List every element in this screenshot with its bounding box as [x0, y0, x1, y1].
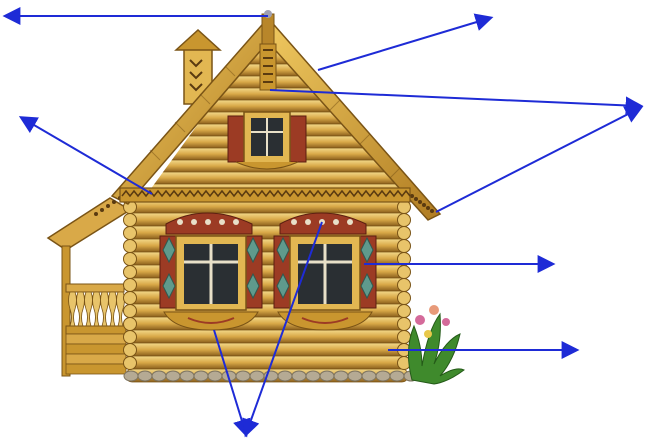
foundation-stone	[278, 371, 292, 381]
wall-log	[126, 356, 408, 369]
foundation-stone	[180, 371, 194, 381]
log-end	[398, 292, 411, 305]
foundation-stone	[250, 371, 264, 381]
eave-dot	[414, 197, 418, 201]
step	[66, 344, 126, 354]
foundation-stone	[124, 371, 138, 381]
foundation-stone	[390, 371, 404, 381]
foundation-stone	[306, 371, 320, 381]
arrow-eave-right	[436, 108, 640, 212]
crown-ornament	[219, 219, 225, 225]
window-left	[160, 213, 262, 330]
log-end	[398, 214, 411, 227]
crown-ornament	[177, 219, 183, 225]
crown-ornament	[305, 219, 311, 225]
crown-ornament	[233, 219, 239, 225]
log-end	[398, 318, 411, 331]
crown-ornament	[191, 219, 197, 225]
wall-log	[126, 330, 408, 343]
foundation-stone	[362, 371, 376, 381]
log-house	[48, 10, 464, 384]
eave-dot	[106, 204, 110, 208]
log-end	[124, 227, 137, 240]
eave-dot	[94, 212, 98, 216]
foundation-stone	[236, 371, 250, 381]
log-end	[398, 240, 411, 253]
foundation-stone	[166, 371, 180, 381]
foundation-stone	[320, 371, 334, 381]
foundation-stone	[152, 371, 166, 381]
log-end	[124, 331, 137, 344]
foundation-stone	[208, 371, 222, 381]
log-end	[124, 292, 137, 305]
porch	[48, 198, 130, 376]
eave-dot	[112, 200, 116, 204]
baluster	[77, 292, 85, 326]
step	[66, 354, 126, 364]
foundation-stone	[194, 371, 208, 381]
log-end	[124, 240, 137, 253]
gable-carving	[260, 44, 276, 90]
foundation-stone	[138, 371, 152, 381]
log-end	[398, 279, 411, 292]
porch-steps	[66, 334, 126, 374]
step	[66, 334, 126, 344]
log-end	[398, 331, 411, 344]
log-end	[124, 279, 137, 292]
log-end	[124, 344, 137, 357]
stone-foundation	[124, 371, 418, 381]
eave-dot	[422, 203, 426, 207]
eave-dot	[426, 206, 430, 210]
crown-ornament	[347, 219, 353, 225]
foundation-stone	[292, 371, 306, 381]
attic-window	[228, 112, 306, 169]
baluster	[85, 292, 93, 326]
log-end	[124, 357, 137, 370]
baluster	[93, 292, 101, 326]
log-end	[124, 318, 137, 331]
log-end	[398, 266, 411, 279]
log-end	[398, 305, 411, 318]
flower-bush	[408, 305, 464, 384]
arrow-frieze-left	[22, 118, 152, 194]
gable-log	[120, 172, 420, 184]
log-end	[398, 227, 411, 240]
gable-log	[120, 100, 420, 112]
eave-dot	[100, 208, 104, 212]
baluster	[109, 292, 117, 326]
foundation-stone	[348, 371, 362, 381]
eave-dot	[430, 209, 434, 213]
arrow-roof-right	[318, 18, 490, 70]
step	[66, 364, 126, 374]
log-end	[124, 305, 137, 318]
baluster	[101, 292, 109, 326]
log-end	[124, 214, 137, 227]
wall-log	[126, 343, 408, 356]
porch-railing	[69, 292, 125, 326]
crown-ornament	[333, 219, 339, 225]
foundation-stone	[376, 371, 390, 381]
crown-ornament	[291, 219, 297, 225]
log-end	[124, 266, 137, 279]
log-end	[124, 253, 137, 266]
crown-ornament	[205, 219, 211, 225]
foundation-stone	[334, 371, 348, 381]
eave-dot	[418, 200, 422, 204]
